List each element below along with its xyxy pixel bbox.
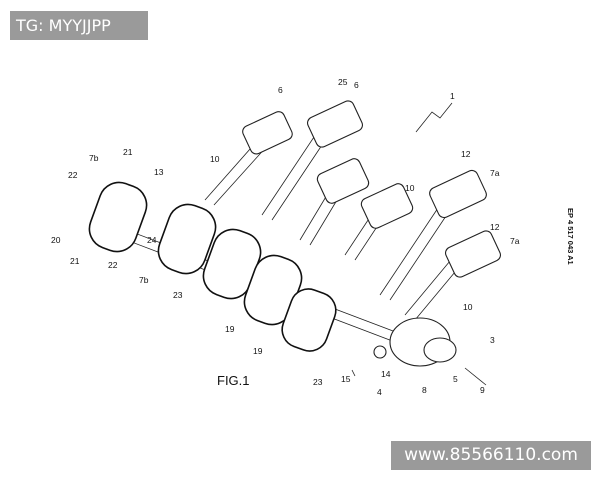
label-19a: 19 bbox=[225, 324, 235, 334]
label-4: 4 bbox=[377, 387, 382, 397]
label-20: 20 bbox=[51, 235, 61, 245]
label-5: 5 bbox=[453, 374, 458, 384]
label-10a: 10 bbox=[210, 154, 220, 164]
label-22a: 22 bbox=[68, 170, 78, 180]
label-10b: 10 bbox=[405, 183, 415, 193]
watermark-bottom: www.85566110.com bbox=[391, 441, 591, 470]
publication-number: EP 4 517 043 A1 bbox=[566, 208, 575, 265]
label-7b-top: 7b bbox=[89, 153, 99, 163]
reference-labels: 1 25 6 6 10 21 7b 22 13 20 21 22 24 7b 2… bbox=[51, 77, 520, 397]
label-7a-bottom: 7a bbox=[510, 236, 520, 246]
watermark-top: TG: MYYJJPP bbox=[10, 11, 148, 40]
label-24: 24 bbox=[147, 235, 157, 245]
label-23b: 23 bbox=[313, 377, 323, 387]
label-22b: 22 bbox=[108, 260, 118, 270]
label-9: 9 bbox=[480, 385, 485, 395]
piston-assemblies bbox=[204, 100, 501, 321]
label-10c: 10 bbox=[463, 302, 473, 312]
label-15: 15 bbox=[341, 374, 351, 384]
counterweights bbox=[88, 181, 337, 352]
label-6a: 6 bbox=[278, 85, 283, 95]
flywheel bbox=[373, 317, 457, 367]
label-25: 25 bbox=[338, 77, 348, 87]
label-1: 1 bbox=[450, 91, 455, 101]
label-21a: 21 bbox=[123, 147, 133, 157]
label-13: 13 bbox=[154, 167, 164, 177]
label-12a: 12 bbox=[461, 149, 471, 159]
label-19b: 19 bbox=[253, 346, 263, 356]
label-6b: 6 bbox=[354, 80, 359, 90]
label-12b: 12 bbox=[490, 222, 500, 232]
label-7b-bottom: 7b bbox=[139, 275, 149, 285]
label-8: 8 bbox=[422, 385, 427, 395]
label-21b: 21 bbox=[70, 256, 80, 266]
label-14: 14 bbox=[381, 369, 391, 379]
figure-label: FIG.1 bbox=[217, 373, 250, 388]
label-7a-top: 7a bbox=[490, 168, 500, 178]
label-3: 3 bbox=[490, 335, 495, 345]
label-23a: 23 bbox=[173, 290, 183, 300]
